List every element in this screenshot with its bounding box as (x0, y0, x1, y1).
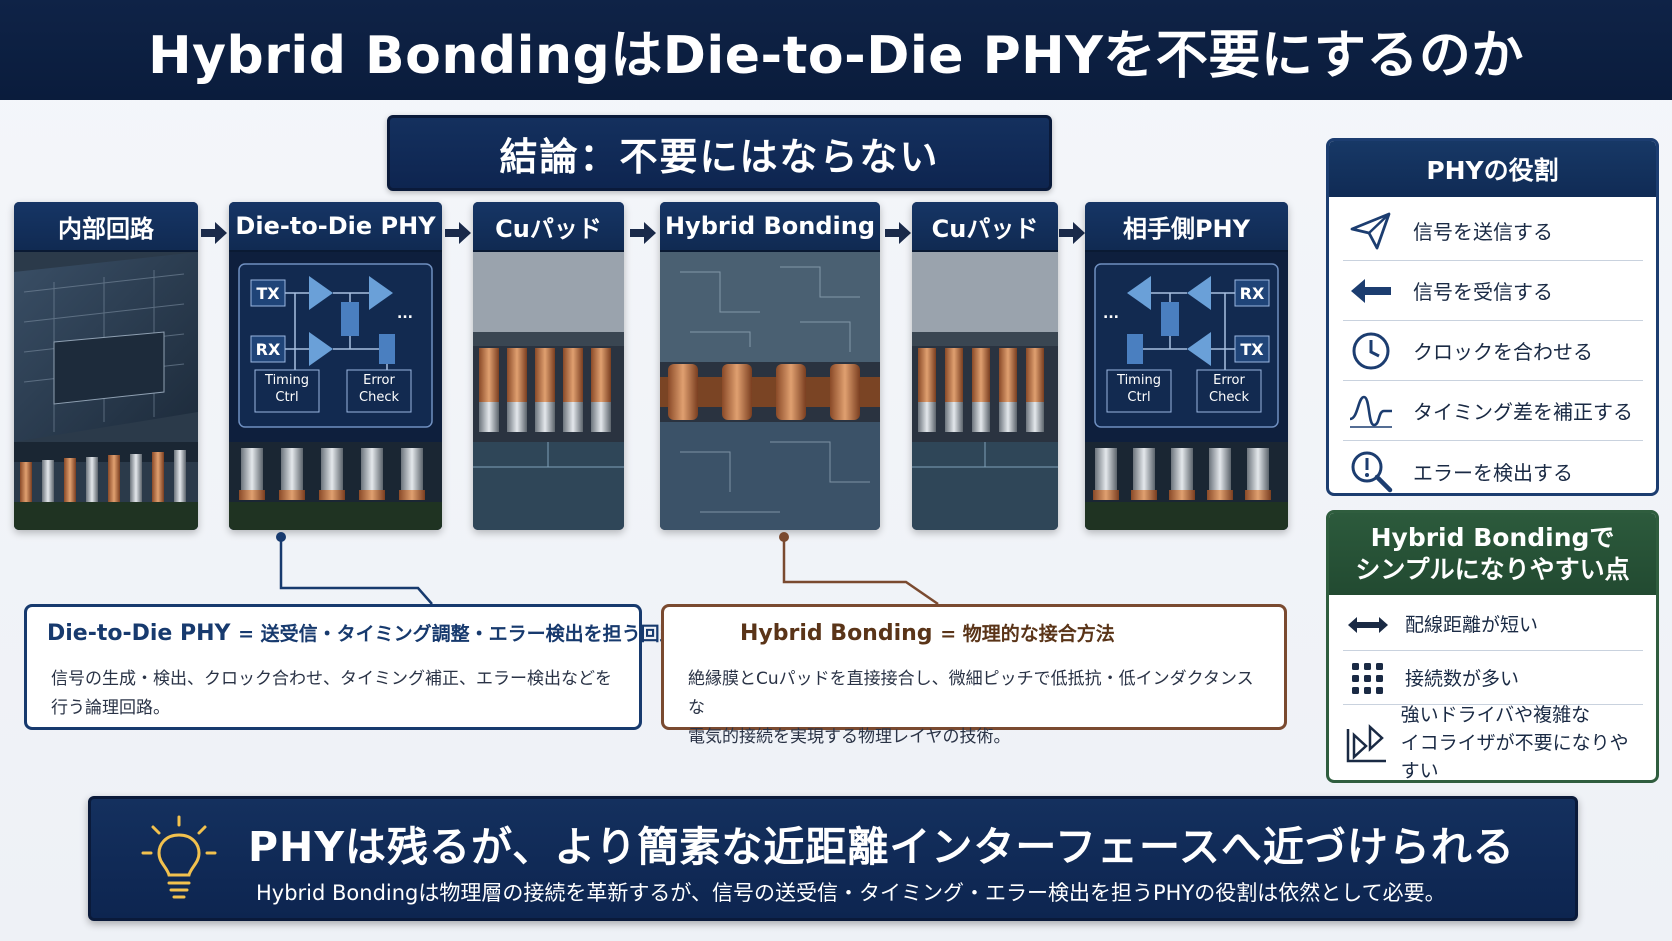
clock-icon (1343, 327, 1399, 375)
send-icon (1343, 207, 1399, 255)
definition-connectors (276, 532, 939, 606)
phy-roles-title: PHYの役割 (1329, 141, 1656, 197)
flow-arrow-icon (630, 222, 656, 244)
definition-hb-title: Hybrid Bonding = 物理的な接合方法 (740, 621, 1115, 646)
definition-hb-text: 絶縁膜とCuパッドを直接接合し、微細ピッチで低抵抗・低インダクタンスな 電気的接… (688, 669, 1254, 747)
flow-card-hybrid-bonding: Hybrid Bonding (660, 202, 880, 530)
flow-card-cu-pad-left: Cuパッド (473, 202, 624, 530)
flow-arrow-icon (885, 222, 911, 244)
ellipsis-label: ... (1103, 306, 1119, 322)
flow-card-partner-phy: 相手側PHY (1085, 202, 1288, 530)
hybrid-bonding-simplification-panel: Hybrid Bondingで シンプルになりやすい点 配線距離が短い 接続数が… (1326, 510, 1659, 783)
definition-phy-title: Die-to-Die PHY = 送受信・タイミング調整・エラー検出を担う回路 (47, 621, 679, 646)
flow-card-label: 内部回路 (14, 202, 198, 252)
definition-phy-text: 信号の生成・検出、クロック合わせ、タイミング補正、エラー検出などを 行う論理回路… (51, 669, 612, 718)
lightbulb-icon (141, 815, 217, 899)
tx-label: TX (1240, 339, 1264, 359)
tx-label: TX (256, 283, 280, 303)
page-title: Hybrid BondingはDie-to-Die PHYを不要にするのか (148, 25, 1524, 86)
flow-arrow-icon (445, 222, 471, 244)
flow-card-label: 相手側PHY (1085, 202, 1288, 252)
simple-item-short-wiring: 配線距離が短い (1343, 599, 1643, 651)
cu-pad-illustration (473, 252, 624, 530)
flow-card-d2d-phy: Die-to-Die PHY (229, 202, 442, 530)
flow-arrow-icon (1059, 222, 1085, 244)
flow-card-label: Die-to-Die PHY (229, 202, 442, 252)
double-arrow-icon (1343, 603, 1393, 647)
flow-arrow-icon (201, 222, 227, 244)
waveform-icon (1343, 387, 1399, 435)
flow-card-label: Cuパッド (912, 202, 1058, 252)
definition-hybrid-bonding-box: Hybrid Bonding = 物理的な接合方法 絶縁膜とCuパッドを直接接合… (661, 604, 1287, 747)
phy-roles-panel: PHYの役割 信号を送信する 信号を受信する クロックを合わせる タイミング差を… (1326, 138, 1659, 496)
definition-phy-box: Die-to-Die PHY = 送受信・タイミング調整・エラー検出を担う回路 … (24, 604, 679, 730)
flow-card-cu-pad-right: Cuパッド (912, 202, 1058, 530)
rx-label: RX (1239, 283, 1265, 303)
magnifier-alert-icon (1343, 447, 1399, 493)
rx-label: RX (255, 339, 281, 359)
summary-subtitle: Hybrid Bondingは物理層の接続を革新するが、信号の送受信・タイミング… (256, 881, 1446, 905)
role-item-clock: クロックを合わせる (1343, 321, 1643, 381)
role-item-send: 信号を送信する (1343, 201, 1643, 261)
hybrid-bond-illustration (660, 252, 880, 530)
role-item-timing: タイミング差を補正する (1343, 381, 1643, 441)
dot-grid-icon (1343, 657, 1393, 701)
flow-card-label: Hybrid Bonding (660, 202, 880, 252)
simplification-title: Hybrid Bondingで シンプルになりやすい点 (1329, 513, 1656, 595)
role-item-receive: 信号を受信する (1343, 261, 1643, 321)
summary-title: PHYは残るが、より簡素な近距離インターフェースへ近づけられる (248, 823, 1515, 871)
simple-item-many-connections: 接続数が多い (1343, 653, 1643, 705)
flow-card-internal-circuit: 内部回路 (14, 202, 198, 530)
flow-card-label: Cuパッド (473, 202, 624, 252)
equalizer-icon (1343, 721, 1389, 765)
role-item-error: エラーを検出する (1343, 441, 1643, 493)
simple-item-no-equalizer: 強いドライバや複雑な イコライザが不要になりやすい (1343, 704, 1643, 780)
arrow-left-icon (1343, 267, 1399, 315)
cu-pad-illustration (912, 252, 1058, 530)
header-bar: Hybrid BondingはDie-to-Die PHYを不要にするのか (0, 0, 1672, 100)
conclusion-box: 結論：不要にはならない (387, 115, 1052, 191)
summary-banner: PHYは残るが、より簡素な近距離インターフェースへ近づけられる Hybrid B… (88, 796, 1578, 921)
chip-package-illustration (14, 252, 198, 530)
ellipsis-label: ... (397, 306, 413, 322)
